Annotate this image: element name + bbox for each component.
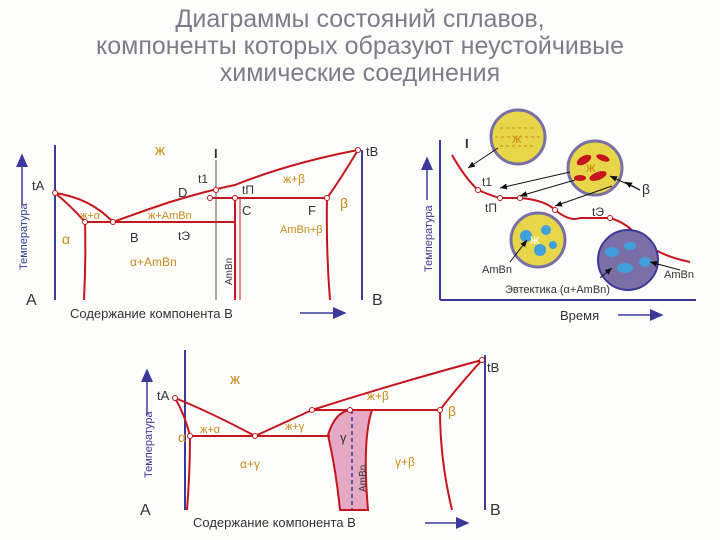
d3-ylabel: Температура (143, 410, 155, 478)
d2-label-eutectic: Эвтектика (α+AmBn) (505, 284, 610, 296)
d3-xlabel: Содержание компонента В (193, 515, 356, 530)
d1-label-tB: tB (366, 144, 378, 159)
d3-label-gamma-beta: γ+β (395, 455, 415, 469)
d3-label-zh-gamma: ж+γ (285, 421, 305, 433)
d1-label-A: A (26, 292, 37, 309)
eutectic-microstructure (598, 230, 658, 290)
d1-xlabel: Содержание компонента В (70, 306, 233, 321)
d2-xlabel: Время (560, 308, 599, 323)
d1-label-F: F (308, 203, 316, 218)
d2-ylabel: Температура (423, 204, 435, 272)
d1-ylabel: Температура (18, 202, 30, 270)
d1-label-zh-beta: ж+β (283, 172, 305, 186)
d1-label-tE: tЭ (178, 229, 190, 243)
d1-solidus-beta (327, 150, 358, 198)
d3-label-zh-alpha: ж+α (200, 424, 221, 436)
d3-solvus-beta (440, 410, 452, 510)
d1-label-Bpoint: B (130, 230, 139, 245)
d1-solvus-alpha (84, 222, 85, 300)
d1-label-AmBn-vertical: AmBn (224, 258, 235, 285)
d3-label-gamma: γ (340, 430, 347, 445)
d1-label-B: B (372, 292, 383, 309)
d3-solvus-alpha (187, 436, 190, 510)
d3-label-tB: tB (487, 360, 499, 375)
phase-diagram-1: Температура Содержание компонента В A B … (18, 142, 383, 321)
d3-label-beta: β (448, 403, 456, 419)
d1-label-alpha-AmBn: α+AmBn (130, 255, 177, 269)
d1-label-tA: tA (32, 178, 45, 193)
d1-label-I: I (214, 146, 218, 161)
d3-label-zh-beta: ж+β (367, 389, 389, 403)
d1-label-zh-alpha: ж+α (80, 210, 101, 222)
d1-label-C: C (242, 203, 251, 218)
d1-solvus-beta (327, 198, 330, 300)
d3-compound-region (328, 410, 372, 510)
d3-label-A: A (140, 502, 151, 519)
d2-label-zh-2: ж (586, 159, 596, 175)
d2-label-zh-3: ж (530, 231, 540, 247)
d1-label-t1: t1 (198, 172, 208, 186)
d3-label-B: B (490, 502, 501, 519)
d1-label-beta: β (340, 195, 348, 211)
d3-liquidus (175, 360, 482, 436)
d1-label-D: D (178, 185, 187, 200)
d1-label-AmBn-beta: AmBn+β (280, 224, 323, 236)
cooling-curve-diagram: Температура Время I t1 tП tЭ ж ж ж β AmB… (423, 110, 696, 323)
d3-label-tA: tA (157, 388, 170, 403)
d2-label-t1: t1 (482, 175, 492, 189)
d1-label-tP: tП (242, 183, 254, 197)
d3-label-alpha: α (178, 429, 186, 445)
d2-label-tE: tЭ (592, 205, 604, 219)
d1-label-zh-AmBn: ж+AmBn (148, 210, 192, 222)
d3-label-alpha-gamma: α+γ (240, 457, 260, 471)
d2-label-beta: β (642, 181, 650, 197)
d3-solidus-beta (440, 360, 482, 410)
d2-label-AmBn-right: AmBn (664, 269, 694, 281)
d2-label-I: I (465, 136, 469, 151)
d2-label-tP: tП (485, 201, 497, 215)
d3-label-AmBn-vertical: AmBn (358, 465, 369, 492)
d2-label-AmBn-left: AmBn (482, 264, 512, 276)
phase-diagram-3: Температура Содержание компонента В A B … (140, 350, 501, 530)
d1-label-zh: ж (155, 142, 165, 159)
d3-label-zh: ж (230, 371, 240, 388)
d2-label-zh-1: ж (512, 130, 522, 146)
d1-label-alpha: α (62, 231, 70, 247)
